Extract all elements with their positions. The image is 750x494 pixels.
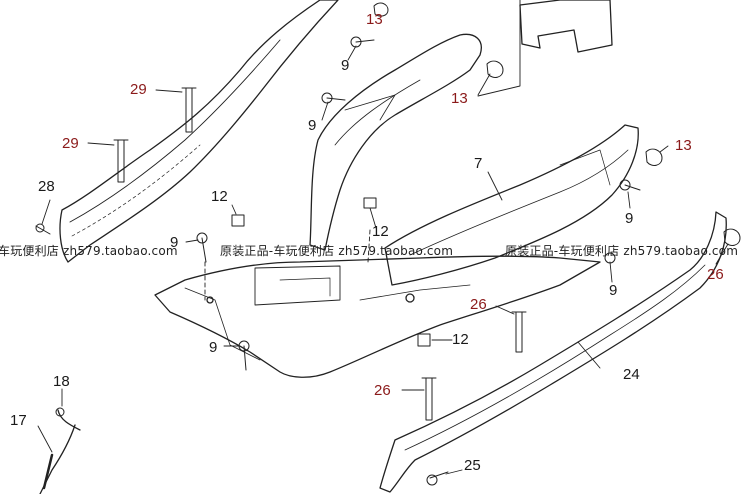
callout-number: 29: [130, 81, 147, 98]
watermark-text: 原装正品-车玩便利店 zh579.taobao.com: [505, 244, 739, 258]
clip-13-tr: [373, 2, 389, 17]
clip-12-b: [363, 197, 377, 209]
left-side-cover: [59, 0, 339, 263]
small-bracket: [519, 0, 613, 53]
clip-13-right: [645, 148, 663, 166]
clip-26-a: [515, 311, 523, 353]
right-side-cover: [384, 124, 639, 286]
clip-26-right: [723, 228, 741, 246]
floor-undercover: [154, 255, 601, 378]
clip-12-c: [417, 333, 431, 347]
callout-number: 7: [474, 155, 483, 172]
callout-number: 9: [209, 339, 218, 356]
screw-9-bottom: [243, 345, 247, 371]
callout-number: 26: [374, 382, 391, 399]
screw-9-right: [624, 184, 641, 191]
callout-number: 13: [675, 137, 692, 154]
callout-number: 9: [308, 117, 317, 134]
clip-12-a: [231, 214, 245, 227]
screw-9-mid: [326, 97, 346, 101]
callout-number: 18: [53, 373, 70, 390]
callout-number: 25: [464, 457, 481, 474]
watermark-text: 原装正品-车玩便利店 zh579.taobao.com: [220, 244, 454, 258]
callout-number: 13: [451, 90, 468, 107]
watermark-text: 车玩便利店 zh579.taobao.com: [0, 244, 178, 258]
callout-number: 9: [341, 57, 350, 74]
screw-9-left: [201, 237, 207, 263]
clip-29-b: [117, 139, 125, 183]
callout-number: 9: [625, 210, 634, 227]
callout-number: 29: [62, 135, 79, 152]
screw-25: [429, 471, 449, 479]
callout-number: 12: [211, 188, 228, 205]
callout-number: 28: [38, 178, 55, 195]
callout-number: 9: [609, 282, 618, 299]
callout-number: 26: [707, 266, 724, 283]
center-inner-cover: [309, 33, 482, 251]
clip-29-a: [185, 87, 193, 133]
callout-number: 17: [10, 412, 27, 429]
callout-number: 24: [623, 366, 640, 383]
callout-number: 26: [470, 296, 487, 313]
lower-right-trim: [379, 211, 727, 493]
callout-number: 12: [372, 223, 389, 240]
callout-number: 9: [170, 234, 179, 251]
screw-9-top: [355, 39, 375, 43]
screw-28: [35, 225, 51, 235]
callout-number: 12: [452, 331, 469, 348]
clip-26-b: [425, 377, 433, 421]
watermark-band: 车玩便利店 zh579.taobao.com 原装正品-车玩便利店 zh579.…: [0, 240, 750, 260]
callout-number: 13: [366, 11, 383, 28]
clip-13-top: [486, 60, 504, 78]
